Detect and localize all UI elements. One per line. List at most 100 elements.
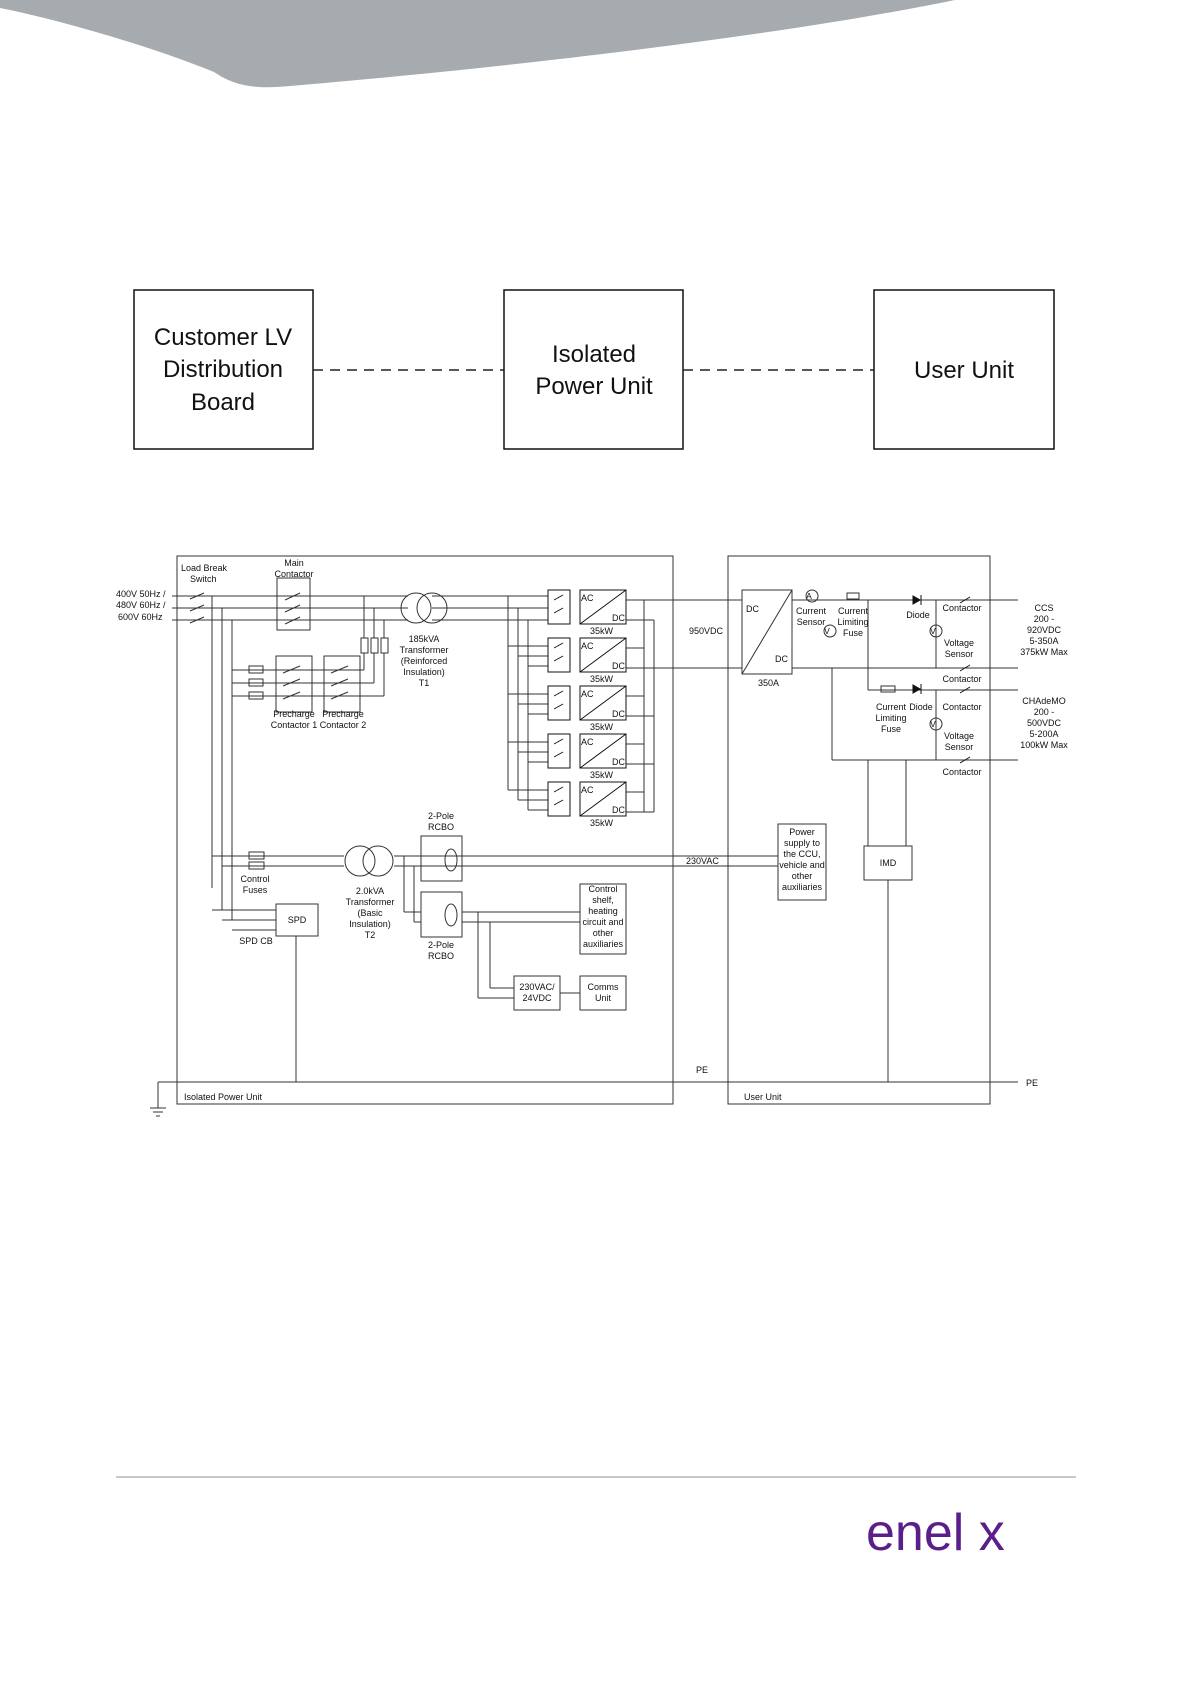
fuse-chademo-label-3: Fuse: [881, 724, 901, 734]
contactor-chademo-neg-label: Contactor: [942, 767, 981, 777]
converter-1-ac: AC: [581, 593, 594, 603]
rcbo-1-label-2: RCBO: [428, 822, 454, 832]
logo-text: enel x: [866, 1506, 1005, 1562]
t2-label-1: 2.0kVA: [356, 886, 384, 896]
contactor-ccs-neg-label: Contactor: [942, 674, 981, 684]
t1-label-2: Transformer: [400, 645, 449, 655]
enel-x-logo-mark: enel x: [866, 1504, 1005, 1562]
block-diagram: Customer LV Distribution Board Isolated …: [133, 289, 1055, 450]
dcdc-current-label: 350A: [758, 678, 779, 688]
control-shelf-line-2: shelf,: [592, 895, 614, 905]
t1-label-4: Insulation): [403, 667, 445, 677]
contactor-chademo-label: Contactor: [942, 702, 981, 712]
dcdc-in-label: DC: [746, 604, 759, 614]
main-contactor-label-1: Main: [284, 558, 304, 568]
control-shelf-line-5: other: [593, 928, 614, 938]
converter-4-dc: DC: [612, 757, 625, 767]
ccs-label-2: 200 -: [1034, 614, 1055, 624]
power-supply-line-5: other: [792, 871, 813, 881]
user-box-line-1: User Unit: [914, 357, 1014, 384]
isolated-box-line-1: Isolated: [552, 341, 636, 368]
pe-label-user: PE: [1026, 1078, 1038, 1088]
customer-lv-box: Customer LV Distribution Board: [133, 289, 314, 450]
isolated-power-unit-box: Isolated Power Unit: [503, 289, 684, 450]
chademo-label-1: CHAdeMO: [1022, 696, 1066, 706]
diode-icon-ccs: [912, 595, 922, 605]
power-supply-line-4: vehicle and: [779, 860, 825, 870]
rcbo-2-label-2: RCBO: [428, 951, 454, 961]
power-supply-line-6: auxiliaries: [782, 882, 823, 892]
t2-label-3: (Basic: [357, 908, 383, 918]
voltage-sensor-ccs-label-2: Sensor: [945, 649, 974, 659]
customer-lv-line-1: Customer LV: [154, 324, 292, 351]
ccs-label-1: CCS: [1034, 603, 1053, 613]
fuse-ccs-label-2: Limiting: [837, 617, 868, 627]
diode-chademo-label: Diode: [909, 702, 933, 712]
isolated-power-unit-label: Isolated Power Unit: [184, 1092, 263, 1102]
voltage-sensor-ccs-label-1: Voltage: [944, 638, 974, 648]
chademo-label-2: 200 -: [1034, 707, 1055, 717]
converter-2-power: 35kW: [590, 674, 614, 684]
ac-dc-converter-group: [547, 589, 627, 817]
t2-label-5: T2: [365, 930, 376, 940]
psu-line-2: 24VDC: [522, 993, 552, 1003]
supply-label-1: 400V 50Hz /: [116, 589, 166, 599]
t1-label-5: T1: [419, 678, 430, 688]
converter-1-dc: DC: [612, 613, 625, 623]
fuse-ccs-label-3: Fuse: [843, 628, 863, 638]
voltmeter-icon-ccs: V: [930, 626, 936, 636]
enel-x-logo: enel x: [860, 1504, 1060, 1562]
converter-4-ac: AC: [581, 737, 594, 747]
power-supply-line-1: Power: [789, 827, 815, 837]
ammeter-icon: A: [806, 591, 812, 601]
spd-label: SPD: [288, 915, 307, 925]
converter-3-ac: AC: [581, 689, 594, 699]
t2-label-4: Insulation): [349, 919, 391, 929]
precharge-2-label-1: Precharge: [322, 709, 364, 719]
customer-lv-line-2: Distribution: [163, 356, 283, 383]
converter-3-dc: DC: [612, 709, 625, 719]
voltmeter-icon-dc: V: [824, 626, 830, 636]
comms-line-2: Unit: [595, 993, 612, 1003]
footer-divider: [116, 1476, 1076, 1478]
ccs-label-4: 5-350A: [1029, 636, 1058, 646]
converter-5-power: 35kW: [590, 818, 614, 828]
current-sensor-label-1: Current: [796, 606, 827, 616]
converter-2-ac: AC: [581, 641, 594, 651]
supply-label-3: 600V 60Hz: [118, 612, 163, 622]
converter-5-dc: DC: [612, 805, 625, 815]
header-wave-shape: [0, 0, 955, 88]
control-shelf-line-4: circuit and: [582, 917, 623, 927]
ccs-label-5: 375kW Max: [1020, 647, 1068, 657]
power-supply-line-3: the CCU,: [783, 849, 820, 859]
psu-line-1: 230VAC/: [519, 982, 555, 992]
voltmeter-icon-chademo: V: [930, 719, 936, 729]
customer-lv-line-3: Board: [191, 389, 255, 416]
load-break-switch-label-2: Switch: [190, 574, 217, 584]
load-break-switch-label-1: Load Break: [181, 563, 228, 573]
isolated-box-line-2: Power Unit: [535, 373, 653, 400]
converter-3-power: 35kW: [590, 722, 614, 732]
spd-cb-label: SPD CB: [239, 936, 273, 946]
user-unit-box: User Unit: [873, 289, 1055, 450]
t1-label-3: (Reinforced: [401, 656, 448, 666]
converter-1-power: 35kW: [590, 626, 614, 636]
precharge-1-label-1: Precharge: [273, 709, 315, 719]
user-unit-enclosure: [727, 555, 991, 1105]
imd-label: IMD: [880, 858, 897, 868]
rcbo-2-label-1: 2-Pole: [428, 940, 454, 950]
converter-4-power: 35kW: [590, 770, 614, 780]
pe-label-isolated: PE: [696, 1065, 708, 1075]
t1-label-1: 185kVA: [409, 634, 440, 644]
rcbo-1-label-1: 2-Pole: [428, 811, 454, 821]
comms-line-1: Comms: [588, 982, 619, 992]
fuse-chademo-label-1: Current: [876, 702, 907, 712]
chademo-label-5: 100kW Max: [1020, 740, 1068, 750]
control-shelf-line-1: Control: [588, 884, 617, 894]
header-band: [0, 0, 955, 88]
aux-voltage-label: 230VAC: [686, 856, 719, 866]
converter-5-ac: AC: [581, 785, 594, 795]
contactor-ccs-label: Contactor: [942, 603, 981, 613]
chademo-label-3: 500VDC: [1027, 718, 1062, 728]
fuse-ccs-label-1: Current: [838, 606, 869, 616]
